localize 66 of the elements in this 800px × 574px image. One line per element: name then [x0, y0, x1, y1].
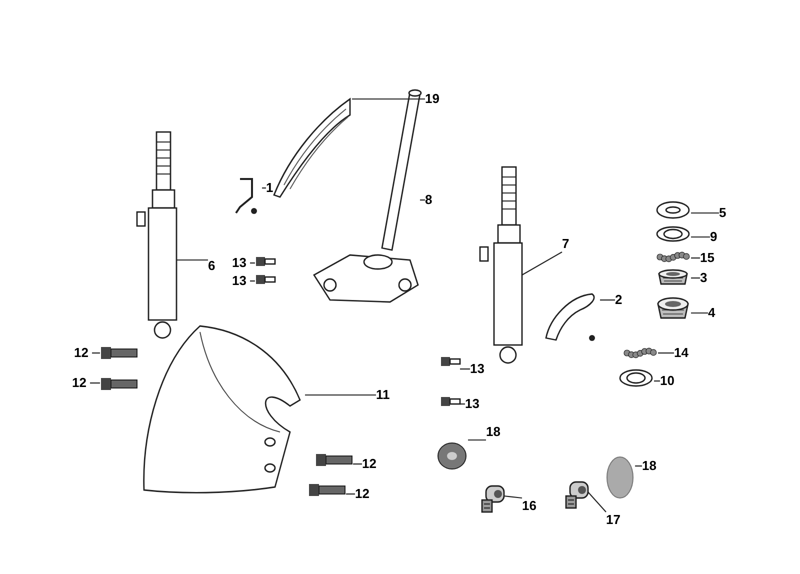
leader-line	[92, 352, 100, 354]
leader-line	[90, 382, 100, 384]
steering-stem-drawing	[310, 90, 420, 305]
leader-line	[420, 199, 425, 201]
nut-drawing	[655, 200, 691, 220]
callout-number: 13	[470, 361, 484, 377]
leader-line	[691, 212, 719, 214]
leader-line	[635, 465, 642, 467]
callout-number: 15	[700, 250, 714, 266]
callout-number: 12	[74, 345, 88, 361]
leader-line	[346, 493, 355, 495]
leader-line	[460, 368, 470, 370]
callout-number: 13	[465, 396, 480, 412]
bearing-drawing	[655, 250, 691, 264]
bolt-drawing	[100, 376, 138, 392]
callout-number: 9	[710, 229, 718, 245]
callout-number: 14	[674, 345, 688, 361]
callout-number: 1	[266, 180, 274, 196]
callout-number: 17	[606, 512, 620, 528]
callout-number: 18	[486, 424, 500, 440]
callout-number: 5	[719, 205, 726, 221]
leader-line	[460, 403, 465, 405]
callout-number: 7	[562, 236, 570, 252]
bolt-drawing	[308, 482, 346, 498]
leader-line	[504, 495, 522, 499]
leader-line	[176, 259, 208, 261]
race-drawing	[655, 296, 691, 320]
bolt-drawing	[255, 254, 277, 268]
leader-line	[691, 236, 710, 238]
leader-line	[600, 299, 615, 301]
leader-line	[654, 380, 660, 382]
callout-number: 6	[208, 258, 216, 274]
callout-number: 12	[362, 456, 376, 472]
callout-number: 13	[232, 255, 246, 271]
leader-line	[353, 463, 362, 465]
race-drawing	[618, 368, 654, 388]
callout-number: 2	[615, 292, 622, 308]
callout-number: 12	[72, 375, 86, 391]
leader-line	[468, 439, 486, 441]
callout-number: 19	[425, 91, 440, 107]
bearing-drawing	[622, 346, 658, 360]
washer-drawing	[655, 225, 691, 243]
reflector-disc	[605, 455, 635, 500]
leader-line	[658, 352, 674, 354]
callout-number: 10	[660, 373, 674, 389]
callout-number: 3	[700, 270, 708, 286]
leader-line	[262, 187, 266, 189]
callout-number: 18	[642, 458, 656, 474]
leader-line	[588, 492, 606, 512]
callout-number: 4	[708, 305, 716, 321]
leader-line	[691, 257, 700, 259]
leader-line	[691, 312, 708, 314]
leader-line	[691, 277, 700, 279]
leader-line	[250, 262, 255, 264]
bolt-drawing	[315, 452, 353, 468]
callout-number: 16	[522, 498, 536, 514]
leader-line	[250, 280, 255, 282]
callout-number: 8	[425, 192, 432, 208]
reflector-drawing	[436, 440, 468, 470]
bolt-drawing	[255, 272, 277, 286]
callout-number: 12	[355, 486, 370, 502]
callout-number: 11	[376, 387, 390, 403]
bolt-drawing	[100, 345, 138, 361]
leader-line	[305, 394, 376, 396]
leader-line	[522, 252, 562, 276]
callout-number: 13	[232, 273, 246, 289]
